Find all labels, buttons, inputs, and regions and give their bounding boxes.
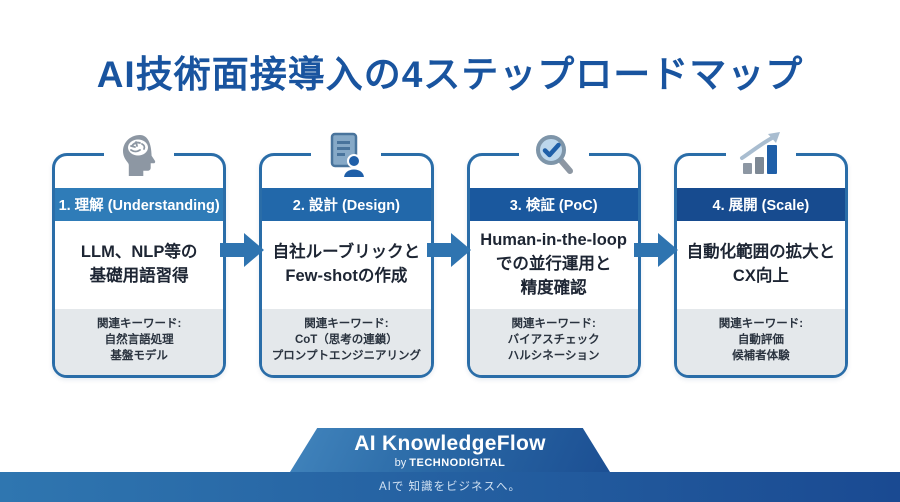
step-3-card: 3. 検証 (PoC) Human-in-the-loop での並行運用と 精度… xyxy=(466,127,641,378)
arrow-gap-1 xyxy=(219,153,264,378)
step-2-header: 2. 設計 (Design) xyxy=(262,188,431,221)
right-arrow-icon xyxy=(634,233,679,267)
step-3-icon-wrap xyxy=(518,127,589,185)
arrow-gap-3 xyxy=(634,153,679,378)
keywords-list: 自動評価 候補者体験 xyxy=(732,334,790,363)
page-title: AI技術面接導入の4ステップロードマップ xyxy=(96,54,804,95)
right-arrow-icon xyxy=(219,233,264,267)
by-label: by xyxy=(394,457,410,469)
step-1-body: LLM、NLP等の 基礎用語習得 xyxy=(80,243,198,285)
step-3-keywords: 関連キーワード: バイアスチェック ハルシネーション xyxy=(469,309,638,375)
step-4-icon-wrap xyxy=(725,127,796,185)
step-4-card: 4. 展開 (Scale) 自動化範囲の拡大と CX向上 関連キーワード: 自動… xyxy=(673,127,848,378)
step-3-body: Human-in-the-loop での並行運用と 精度確認 xyxy=(480,231,627,297)
keywords-label: 関連キーワード: xyxy=(96,318,182,330)
arrow-gap-2 xyxy=(427,153,471,378)
step-4-keywords: 関連キーワード: 自動評価 候補者体験 xyxy=(676,309,845,375)
growth-chart-icon xyxy=(739,132,780,174)
step-4-header: 4. 展開 (Scale) xyxy=(676,188,845,221)
keywords-list: CoT（思考の連鎖） プロンプトエンジニアリング xyxy=(271,334,421,363)
step-2-card: 2. 設計 (Design) 自社ルーブリックと Few-shotの作成 関連キ… xyxy=(259,127,434,378)
step-2-body: 自社ルーブリックと Few-shotの作成 xyxy=(272,243,421,285)
keywords-list: バイアスチェック ハルシネーション xyxy=(507,334,600,363)
footer-strip: AIで 知識をビジネスへ。 xyxy=(0,472,900,502)
keywords-label: 関連キーワード: xyxy=(718,318,804,330)
step-1-icon-wrap xyxy=(104,127,175,185)
keywords-label: 関連キーワード: xyxy=(511,318,596,330)
magnifier-check-icon xyxy=(535,135,573,174)
document-person-icon xyxy=(331,132,367,179)
right-arrow-icon xyxy=(427,233,471,267)
step-4-body: 自動化範囲の拡大と CX向上 xyxy=(686,243,836,285)
step-1-keywords: 関連キーワード: 自然言語処理 基盤モデル xyxy=(55,309,224,375)
brand-title: AI KnowledgeFlow xyxy=(354,432,546,455)
step-2-keywords: 関連キーワード: CoT（思考の連鎖） プロンプトエンジニアリング xyxy=(262,309,431,375)
roadmap-steps: 1. 理解 (Understanding) LLM、NLP等の 基礎用語習得 関… xyxy=(52,127,848,378)
keywords-list: 自然言語処理 基盤モデル xyxy=(104,334,174,363)
step-1-card: 1. 理解 (Understanding) LLM、NLP等の 基礎用語習得 関… xyxy=(52,127,227,378)
step-1-header: 1. 理解 (Understanding) xyxy=(55,188,224,221)
keywords-label: 関連キーワード: xyxy=(304,318,389,330)
brain-head-icon xyxy=(123,135,156,176)
brand-subtitle: by TECHNODIGITAL xyxy=(290,457,610,469)
step-3-header: 3. 検証 (PoC) xyxy=(469,188,638,221)
step-2-icon-wrap xyxy=(311,127,382,185)
footer-tagline: AIで 知識をビジネスへ。 xyxy=(378,481,522,493)
footer-banner: AI KnowledgeFlow by TECHNODIGITAL xyxy=(290,428,610,472)
brand-name: TECHNODIGITAL xyxy=(409,457,506,469)
